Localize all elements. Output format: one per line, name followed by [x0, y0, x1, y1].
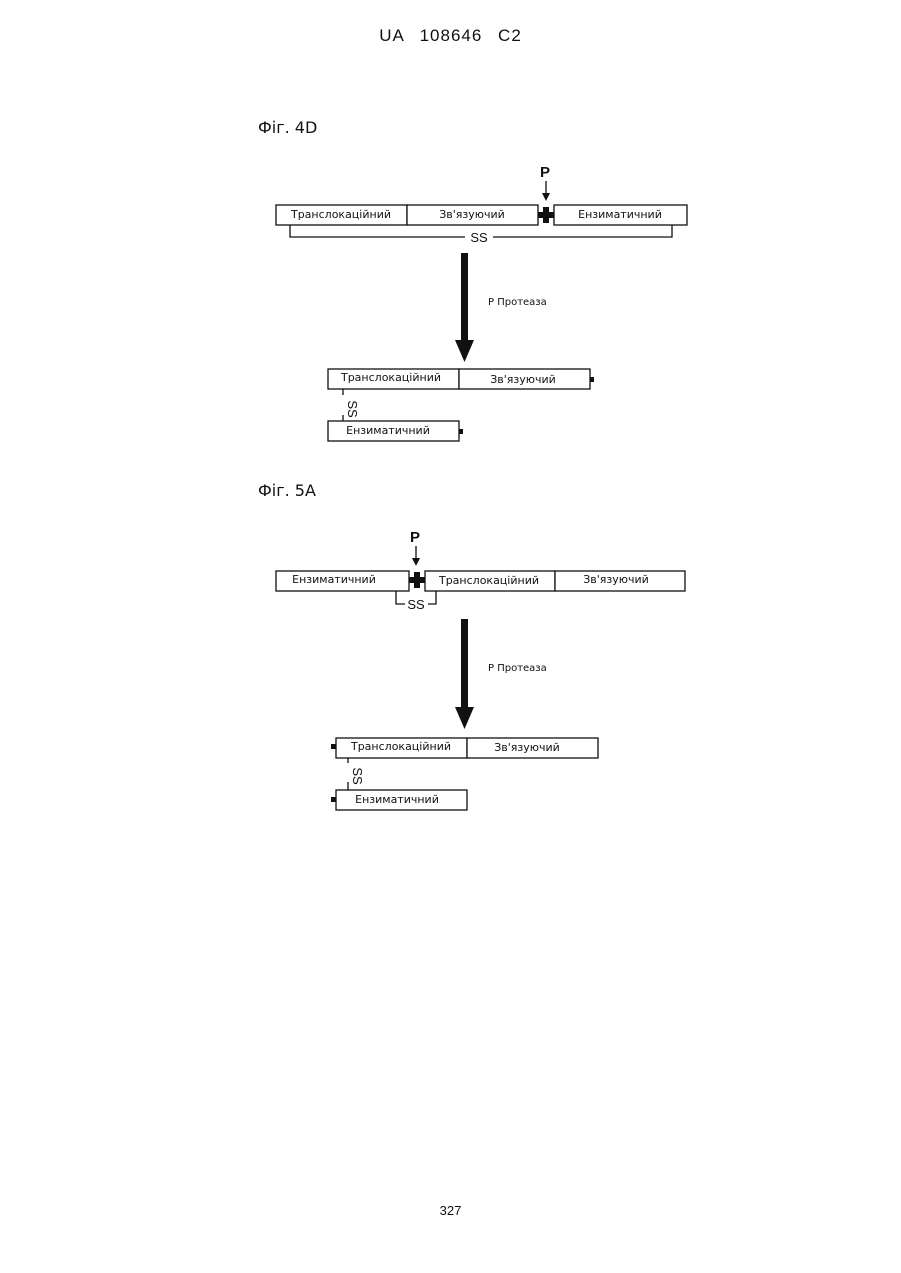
domain-binding-label: Зв'язуючий [439, 208, 505, 221]
product-translocation-label: Транслокаційний [340, 371, 441, 384]
domain-enzymatic-label: Ензиматичний [292, 573, 376, 586]
domain-enzymatic-label: Ензиматичний [578, 208, 662, 221]
protease-arrow-head [455, 340, 474, 362]
cleavage-site-plus-v [543, 207, 549, 223]
product-enzymatic-label: Ензиматичний [355, 793, 439, 806]
p-cleavage-marker: P [410, 529, 420, 546]
protease-arrow-shaft [461, 619, 468, 710]
product-ss-link-label: SS [345, 400, 360, 418]
figure-4d-label: Фіг. 4D [258, 118, 317, 137]
product-binding-label: Зв'язуючий [494, 741, 560, 754]
ss-bracket-right [493, 225, 672, 237]
disulfide-bond-label: SS [470, 230, 488, 245]
domain-binding-label: Зв'язуючий [583, 573, 649, 586]
disulfide-bond-label: SS [407, 597, 425, 612]
figure-4d-diagram: P Транслокаційний Зв'язуючий Ензиматични… [0, 160, 901, 460]
protease-arrow-head [455, 707, 474, 729]
n-terminus-marker [331, 797, 336, 802]
product-translocation-label: Транслокаційний [350, 740, 451, 753]
n-terminus-marker [331, 744, 336, 749]
product-enzymatic-label: Ензиматичний [346, 424, 430, 437]
figure-5a-diagram: P Ензиматичний Транслокаційний Зв'язуючи… [0, 525, 901, 825]
protease-label: P Протеаза [488, 297, 547, 308]
ss-bracket-left [396, 591, 405, 604]
domain-translocation-label: Транслокаційний [438, 574, 539, 587]
cleavage-site-plus-v [414, 572, 420, 588]
c-terminus-marker [590, 377, 594, 382]
ss-bracket-right [428, 591, 436, 604]
domain-translocation-label: Транслокаційний [290, 208, 391, 221]
figure-5a-label: Фіг. 5A [258, 481, 316, 500]
product-ss-link-label: SS [350, 767, 365, 785]
page-number: 327 [0, 1203, 901, 1218]
c-terminus-marker [459, 429, 463, 434]
protease-arrow-shaft [461, 253, 468, 343]
patent-header: UA 108646 C2 [0, 26, 901, 46]
protease-label: P Протеаза [488, 663, 547, 674]
product-binding-label: Зв'язуючий [490, 373, 556, 386]
p-pointer-arrowhead [412, 558, 420, 566]
p-pointer-arrowhead [542, 193, 550, 201]
p-cleavage-marker: P [540, 164, 550, 181]
ss-bracket-left [290, 225, 465, 237]
